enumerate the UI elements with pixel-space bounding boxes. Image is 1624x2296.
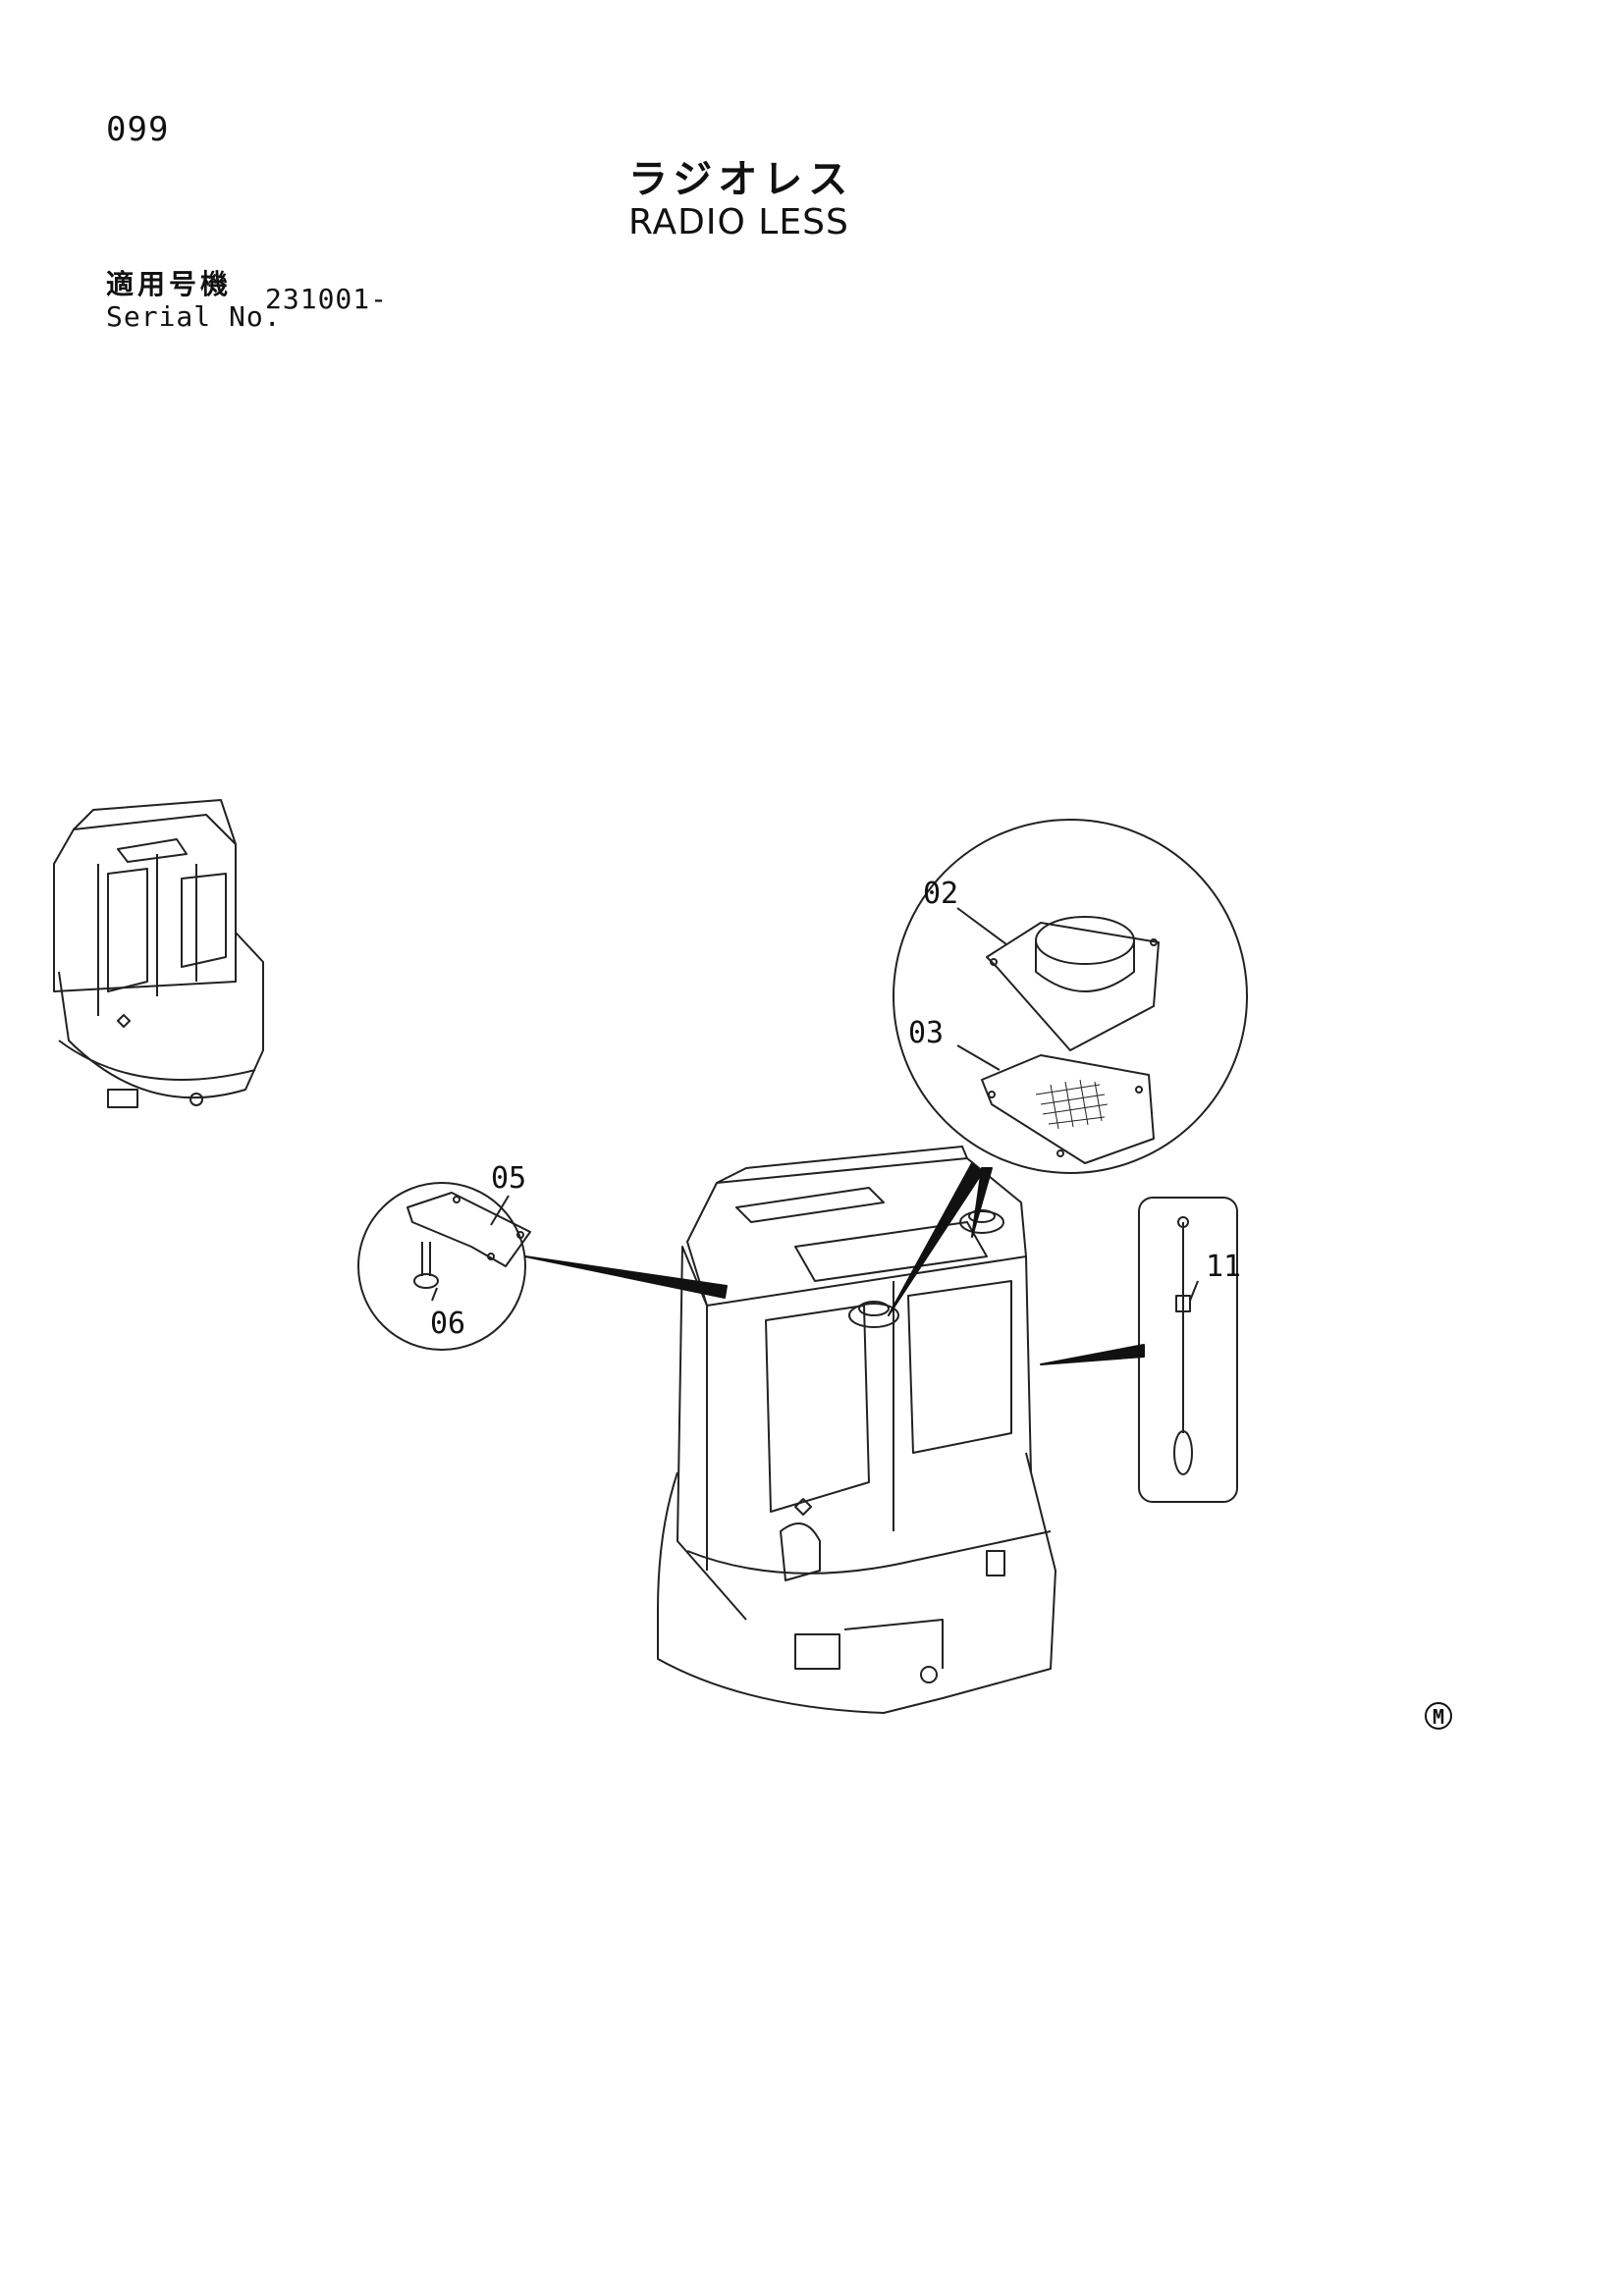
callout-11: 11 bbox=[1206, 1250, 1241, 1284]
callout-06: 06 bbox=[430, 1307, 465, 1341]
overview-cab-illustration bbox=[53, 799, 264, 1108]
page-title-english: RADIO LESS bbox=[628, 202, 849, 242]
callout-03: 03 bbox=[908, 1016, 944, 1050]
serial-label-english: Serial No. bbox=[106, 300, 282, 333]
callout-05: 05 bbox=[491, 1161, 526, 1196]
page-title-japanese: ラジオレス bbox=[628, 157, 854, 202]
serial-label-japanese: 適用号機 bbox=[106, 268, 233, 300]
m-mark: M bbox=[1425, 1702, 1452, 1730]
svg-text:M: M bbox=[1433, 1705, 1444, 1729]
part-callouts: 02 03 05 06 11 bbox=[430, 877, 1241, 1341]
serial-number-value: 231001- bbox=[265, 283, 389, 315]
main-cab-illustration bbox=[657, 1146, 1056, 1714]
cover-plate-detail-callout bbox=[357, 1182, 531, 1351]
speaker-detail-callout bbox=[893, 819, 1248, 1174]
page-number: 099 bbox=[106, 110, 170, 149]
antenna-detail-callout bbox=[1138, 1197, 1238, 1503]
callout-02: 02 bbox=[923, 877, 958, 911]
